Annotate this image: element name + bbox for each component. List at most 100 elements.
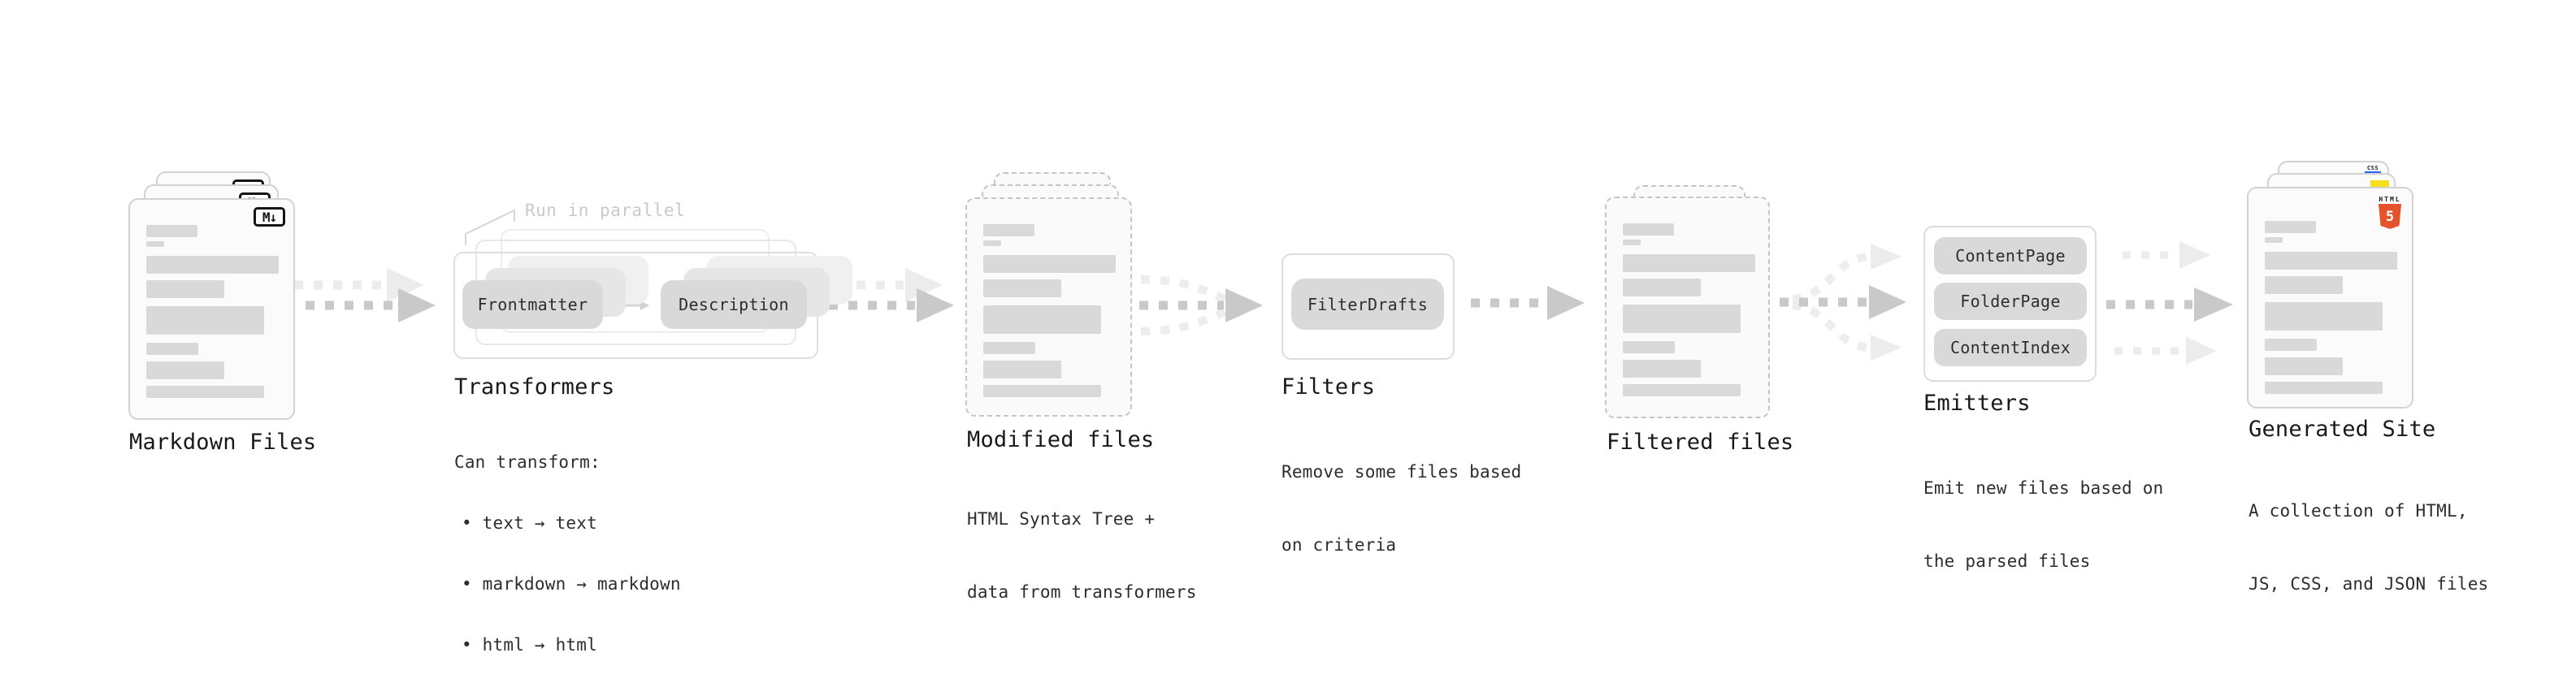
filtered-file-card-front <box>1605 197 1770 418</box>
transformers-title: Transformers <box>454 374 615 400</box>
description-pill-middle <box>683 268 830 317</box>
contentpage-pill: ContentPage <box>1934 237 2087 275</box>
stage-filtered-files: Filtered files <box>1605 185 1794 455</box>
subtitle-line: A collection of HTML, <box>2249 501 2468 521</box>
bullet-html-to-html: • html → html <box>462 635 597 655</box>
subtitle-line: the parsed files <box>1923 551 2091 571</box>
placeholder-bar <box>146 343 198 355</box>
placeholder-bar <box>146 256 279 274</box>
placeholder-bar <box>983 342 1035 354</box>
modified-file-card-back <box>994 172 1111 211</box>
filtered-files-title: Filtered files <box>1607 430 1794 455</box>
stage-transformers: Frontmatter Description Run in parallel … <box>453 201 852 655</box>
html5-icon: HTML 5 <box>2378 196 2402 229</box>
placeholder-bar <box>2265 302 2383 331</box>
frontmatter-pill-back <box>508 256 648 305</box>
arrow-markdown-to-transformers <box>294 268 436 322</box>
markdown-files-label: Markdown Files <box>129 430 317 455</box>
placeholder-bar <box>2265 339 2317 351</box>
placeholder-bar <box>146 361 224 379</box>
markdown-icon: M↓ <box>254 207 285 227</box>
subtitle-line: Emit new files based on <box>1923 478 2164 498</box>
emitters-subtitle: Emit new files based on the parsed files <box>1923 427 2163 622</box>
stage-filters: FilterDrafts Filters Remove some files b… <box>1281 253 1522 555</box>
transformer-run-box-middle <box>475 240 796 345</box>
subtitle-line: HTML Syntax Tree + <box>967 509 1156 529</box>
transformer-run-box-back <box>501 229 770 333</box>
subtitle-line: JS, CSS, and JSON files <box>2249 574 2489 594</box>
arrow-filtered-to-emitters <box>1780 244 1906 361</box>
arrow-transformers-to-modified <box>817 268 954 322</box>
subtitle-line: Remove some files based <box>1281 462 1522 482</box>
description-pill-back <box>706 256 852 305</box>
stage-modified-files: Modified files HTML Syntax Tree + data f… <box>965 172 1197 653</box>
filters-box <box>1281 253 1455 360</box>
filterdrafts-pill: FilterDrafts <box>1291 279 1444 330</box>
can-transform-line: Can transform: <box>454 452 601 472</box>
transformer-parallel-arrows <box>611 277 649 310</box>
placeholder-bar <box>2265 237 2283 243</box>
filtered-file-card-back <box>1633 185 1746 221</box>
placeholder-bar <box>2265 252 2397 270</box>
run-in-parallel-label: Run in parallel <box>525 201 686 220</box>
folderpage-pill: FolderPage <box>1934 283 2087 320</box>
placeholder-bar <box>983 255 1116 273</box>
placeholder-bar <box>1623 360 1701 378</box>
modified-file-card-front <box>965 197 1132 417</box>
placeholder-bar <box>1623 254 1755 272</box>
arrow-emitters-to-generated <box>2106 241 2233 365</box>
placeholder-bar <box>1623 341 1675 353</box>
placeholder-bar <box>146 225 197 237</box>
placeholder-bar <box>983 385 1101 397</box>
placeholder-bar <box>1623 305 1741 333</box>
generated-js-file-card <box>2267 173 2396 215</box>
pipeline-arrows <box>294 209 2233 365</box>
placeholder-bar <box>983 305 1101 334</box>
description-pill: Description <box>661 280 807 329</box>
document-placeholder-lines <box>146 225 280 398</box>
markdown-file-card-front: M↓ <box>128 198 295 420</box>
generated-site-subtitle: A collection of HTML, JS, CSS, and JSON … <box>2249 450 2488 645</box>
stage-generated-site: CSS HTML 5 Generated Site A collection o… <box>2247 161 2488 645</box>
css-icon: CSS <box>2365 165 2381 174</box>
markdown-file-card-middle: M↓ <box>144 184 279 227</box>
placeholder-bar <box>2265 382 2383 394</box>
placeholder-bar <box>146 386 264 398</box>
filters-title: Filters <box>1281 374 1376 400</box>
markdown-file-card-back: M↓ <box>156 171 271 214</box>
placeholder-bar <box>983 240 1001 246</box>
stage-emitters: ContentPage FolderPage ContentIndex Emit… <box>1923 226 2163 622</box>
placeholder-bar <box>983 279 1061 297</box>
frontmatter-pill-middle <box>485 268 626 317</box>
run-in-parallel-connector <box>465 209 515 245</box>
placeholder-bar <box>146 306 264 335</box>
generated-css-file-card: CSS <box>2278 161 2389 200</box>
bullet-markdown-to-markdown: • markdown → markdown <box>462 574 681 594</box>
contentindex-pill: ContentIndex <box>1934 329 2087 366</box>
document-placeholder-lines <box>983 224 1117 397</box>
stage-markdown-files: M↓ M↓ M↓ Markdown Files <box>128 171 317 455</box>
emitters-title: Emitters <box>1923 391 2031 416</box>
document-placeholder-lines <box>2265 221 2399 394</box>
placeholder-bar <box>2265 357 2343 375</box>
placeholder-bar <box>1623 279 1701 296</box>
placeholder-bar <box>146 241 164 247</box>
bullet-text-to-text: • text → text <box>462 513 597 533</box>
modified-file-card-middle <box>982 184 1119 223</box>
arrow-modified-to-filters <box>1139 275 1263 335</box>
generated-html-file-card: HTML 5 <box>2247 187 2413 409</box>
modified-files-subtitle: HTML Syntax Tree + data from transformer… <box>967 458 1197 653</box>
js-icon <box>2370 180 2389 189</box>
placeholder-bar <box>146 280 224 298</box>
placeholder-bar <box>2265 221 2316 233</box>
pipeline-diagram: M↓ M↓ M↓ Markdown Files Frontmatter Desc… <box>128 161 2489 655</box>
subtitle-line: on criteria <box>1281 535 1397 555</box>
markdown-icon: M↓ <box>232 179 264 199</box>
placeholder-bar <box>1623 240 1641 245</box>
transformer-run-box-front <box>453 252 818 359</box>
modified-files-title: Modified files <box>967 427 1155 452</box>
placeholder-bar <box>2265 276 2343 294</box>
arrow-filters-to-filtered <box>1471 286 1585 320</box>
emitters-box <box>1923 226 2097 382</box>
frontmatter-pill: Frontmatter <box>462 280 603 329</box>
